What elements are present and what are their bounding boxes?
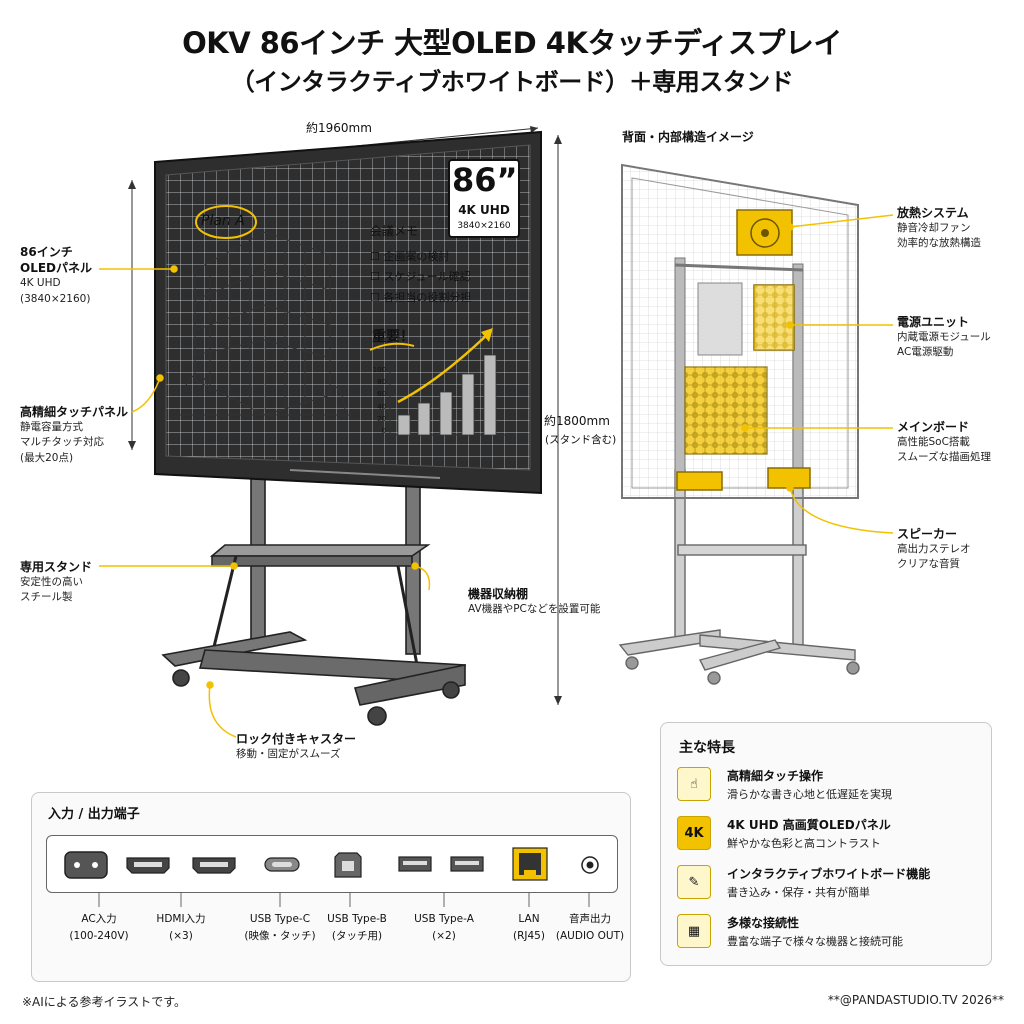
badge-size: 86” <box>452 161 518 199</box>
rear-display <box>621 163 859 499</box>
bar <box>397 414 411 436</box>
usb-b-icon <box>334 852 362 878</box>
memo-title: 会議メモ <box>370 224 419 238</box>
memo-item-3: ☐ 各担当の役割分担 <box>370 291 472 304</box>
bar <box>461 373 475 436</box>
port-label-usb-a: USB Type-A(×2) <box>414 913 474 942</box>
feature-item: ✎ インタラクティブホワイトボード機能 書き込み・保存・共有が簡単 <box>677 865 977 909</box>
ac-inlet-icon <box>64 851 108 879</box>
touch-hand-icon: ☝ <box>677 767 711 801</box>
rear-leaders <box>741 214 894 534</box>
callout-mainboard: メインボード 高性能SoC搭載 スムーズな描画処理 <box>897 420 991 464</box>
screen-axis-ticks: 100 80 60 40 20 0 <box>370 364 386 437</box>
feature-item: 4K 4K UHD 高画質OLEDパネル 鮮やかな色彩と高コントラスト <box>677 816 977 860</box>
pen-icon: ✎ <box>677 865 711 899</box>
height-dimension <box>554 135 562 705</box>
audio-out-icon <box>581 856 599 874</box>
tick-label: 20 <box>377 414 386 423</box>
usb-c-icon <box>264 857 300 872</box>
memo-item-2: ☐ スケジュール確認 <box>370 270 471 283</box>
ports-title: 入力 / 出力端子 <box>48 807 140 822</box>
features-title: 主な特長 <box>679 740 735 756</box>
screen-bar-chart <box>195 205 505 436</box>
port-label-usb-b: USB Type-B(タッチ用) <box>327 913 387 942</box>
callout-oled-panel: 86インチ OLEDパネル 4K UHD (3840×2160) <box>20 245 93 305</box>
left-leaders <box>99 265 431 738</box>
port-label-hdmi: HDMI入力(×3) <box>156 913 206 942</box>
port-icons <box>64 847 599 881</box>
footer-credit: **@PANDASTUDIO.TV 2026** <box>827 993 1004 1007</box>
rear-heading: 背面・内部構造イメージ <box>622 130 754 144</box>
lan-icon <box>512 847 548 881</box>
page-subtitle: （インタラクティブホワイトボード）＋専用スタンド <box>230 68 794 96</box>
speaker-left <box>676 471 723 491</box>
front-stand <box>161 475 466 726</box>
ports-icon: ▦ <box>677 914 711 948</box>
building-sketch <box>180 231 350 416</box>
port-label-usb-c: USB Type-C(映像・タッチ) <box>244 913 316 942</box>
port-tick-lines <box>98 893 590 907</box>
width-label: 約1960mm <box>306 121 372 135</box>
ports-strip <box>46 835 618 893</box>
rear-stand <box>618 469 860 685</box>
feature-item: ▦ 多様な接続性 豊富な端子で様々な機器と接続可能 <box>677 914 977 958</box>
important-note: 重要！ <box>372 329 414 345</box>
left-height-dimension <box>128 180 136 450</box>
feature-item: ☝ 高精細タッチ操作 滑らかな書き心地と低遅延を実現 <box>677 767 977 811</box>
height-note: (スタンド含む) <box>545 434 617 446</box>
callout-touch-panel: 高精細タッチパネル 静電容量方式 マルチタッチ対応 (最大20点) <box>20 405 129 464</box>
ports-panel: 入力 / 出力端子 <box>31 792 631 982</box>
tick-label: 80 <box>377 378 386 387</box>
usb-a-icon <box>398 856 432 872</box>
footer-note: ※AIによる参考イラストです。 <box>22 995 187 1009</box>
tick-label: 60 <box>377 390 386 399</box>
4k-badge-icon: 4K <box>677 816 711 850</box>
plan-label: Plan A <box>201 213 245 229</box>
size-badge <box>448 159 520 238</box>
callout-caster: ロック付きキャスター 移動・固定がスムーズ <box>236 732 357 761</box>
callout-stand: 専用スタンド 安定性の高い スチール製 <box>20 560 93 604</box>
port-label-ac: AC入力(100-240V) <box>69 913 129 942</box>
callout-shelf: 機器収納棚 AV機器やPCなどを設置可能 <box>468 587 601 616</box>
bar <box>483 354 497 436</box>
tick-label: 0 <box>381 427 386 436</box>
callout-cooling: 放熱システム 静音冷却ファン 効率的な放熱構造 <box>897 206 981 250</box>
hdmi-icon <box>126 857 170 874</box>
port-label-audio: 音声出力(AUDIO OUT) <box>555 913 625 942</box>
tick-label: 40 <box>377 402 386 411</box>
callout-speaker: スピーカー 高出力ステレオ クリアな音質 <box>897 527 971 571</box>
badge-resolution: 4K UHD <box>458 203 510 217</box>
page-title: OKV 86インチ 大型OLED 4Kタッチディスプレイ <box>182 26 842 60</box>
badge-pixels: 3840×2160 <box>457 221 511 231</box>
rear-components <box>676 209 811 491</box>
features-panel: 主な特長 ☝ 高精細タッチ操作 滑らかな書き心地と低遅延を実現 4K 4K UH… <box>660 722 992 966</box>
callout-power: 電源ユニット 内蔵電源モジュール AC電源駆動 <box>897 315 991 359</box>
memo-item-1: ☐ 企画案の検討 <box>370 250 450 263</box>
hdmi-icon <box>192 857 236 874</box>
bar <box>417 402 431 436</box>
port-label-lan: LAN(RJ45) <box>513 913 545 942</box>
tick-label: 100 <box>372 366 386 374</box>
bar <box>439 391 453 436</box>
usb-a-icon <box>450 856 484 872</box>
height-label: 約1800mm <box>544 414 610 428</box>
